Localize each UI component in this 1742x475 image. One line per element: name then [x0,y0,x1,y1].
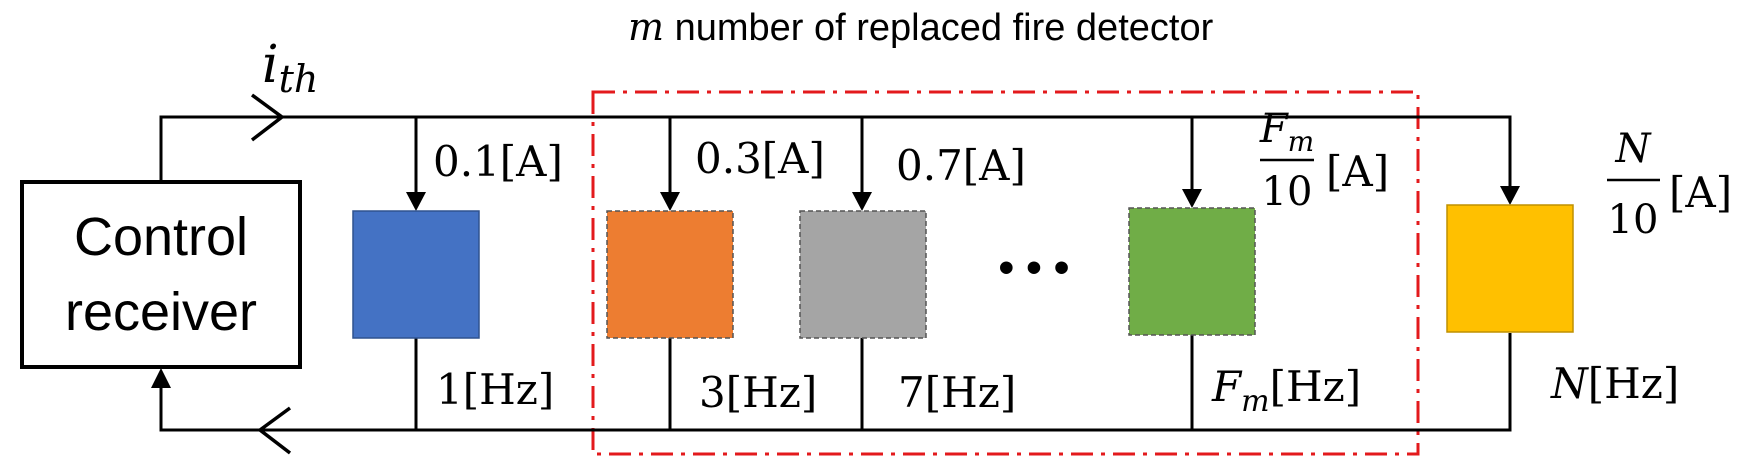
diagram-title: m number of replaced fire detector [628,5,1214,49]
detector-2[interactable] [606,210,734,339]
freq-d1: 1[Hz] [436,365,554,414]
drop-arrowheads [406,186,1520,211]
current-label: ith [262,35,318,101]
freq-d3: 7[Hz] [898,368,1016,417]
detector-m[interactable] [1128,207,1256,336]
title-text: number of replaced fire detector [664,7,1214,49]
down-arrow-icon [1500,186,1520,205]
current-dm-unit: [A] [1326,147,1389,196]
bottom-bus-wire [159,333,1512,432]
current-dN: N 10 [A] [1607,126,1732,243]
current-dN-unit: [A] [1669,168,1732,217]
current-dN-den: 10 [1608,197,1659,243]
replaced-detectors-region [591,90,1420,456]
current-dm-num: Fm [1259,106,1314,158]
bottom-bus [159,333,1512,455]
control-receiver-line2: receiver [65,282,257,342]
current-d1: 0.1[A] [433,137,563,186]
current-d2: 0.3[A] [695,134,825,183]
control-receiver[interactable]: Control receiver [20,180,302,369]
down-arrow-icon [1182,189,1202,208]
current-dN-num: N [1615,126,1653,172]
down-arrow-icon [852,192,872,211]
detector-3[interactable] [799,210,927,339]
freq-dm: Fm[Hz] [1211,362,1361,419]
current-label-sub: th [279,57,319,101]
down-arrow-icon [406,192,426,211]
detector-1[interactable] [352,210,480,339]
current-dm: Fm 10 [A] [1259,106,1389,215]
ellipsis: • • • [999,243,1070,292]
top-bus [159,93,1512,196]
return-arrow-icon [257,406,292,455]
up-arrow-icon [151,368,171,388]
current-d3: 0.7[A] [896,141,1026,190]
down-arrow-icon [660,192,680,211]
control-receiver-line1: Control [74,207,248,267]
detector-N[interactable] [1446,204,1574,333]
freq-dN: N[Hz] [1550,359,1679,408]
forward-arrow-icon [250,93,285,142]
freq-d2: 3[Hz] [699,368,817,417]
current-dm-den: 10 [1262,169,1313,215]
current-label-base: i [262,35,279,95]
title-var: m [628,5,664,49]
